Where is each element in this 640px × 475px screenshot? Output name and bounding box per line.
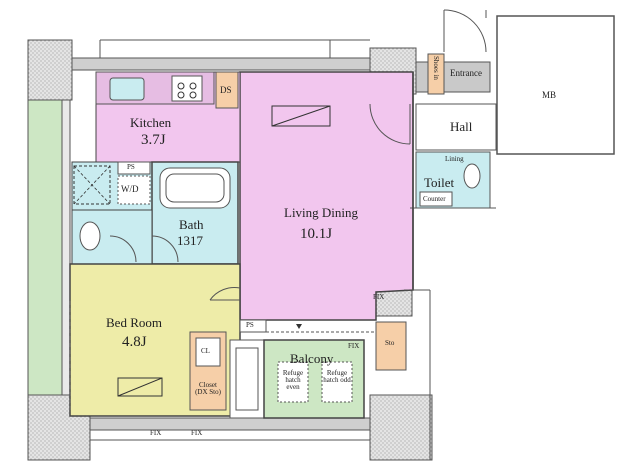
column-top-left xyxy=(27,39,73,101)
living-dining-label: Living Dining xyxy=(284,205,359,220)
balcony-label: Balcony xyxy=(290,351,334,366)
bottom-wall-band xyxy=(89,417,371,431)
ps-bath-label: PS xyxy=(127,163,135,171)
bedroom-size: 4.8J xyxy=(122,334,147,350)
fix-right-label: FIX xyxy=(373,293,385,301)
fix-bottom-left-label: FIX xyxy=(150,429,162,437)
service-shaft xyxy=(229,339,265,419)
lining-label: Lining xyxy=(445,155,464,163)
mb-room xyxy=(496,15,615,155)
bath-label: Bath xyxy=(179,217,204,232)
ps-box-bedroom xyxy=(239,319,267,333)
refuge-hatch-even-label: Refuge hatch even xyxy=(282,369,304,391)
cl-box xyxy=(195,337,221,367)
living-dining-size: 10.1J xyxy=(300,226,333,242)
wd-box xyxy=(117,175,151,205)
refuge-hatch-odd xyxy=(321,361,353,403)
wd-label: W/D xyxy=(121,184,139,194)
ds-label: DS xyxy=(220,85,232,95)
bath-size: 1317 xyxy=(177,233,203,248)
ds-box xyxy=(215,71,239,109)
washbasin xyxy=(79,221,101,251)
fix-balcony-label: FIX xyxy=(348,342,360,350)
sto-label: Sto xyxy=(385,339,395,347)
kitchen-label: Kitchen xyxy=(130,115,172,130)
fix-bottom-right-label: FIX xyxy=(191,429,203,437)
sink xyxy=(109,77,145,101)
toilet-label: Toilet xyxy=(424,175,455,190)
column-right-bottom xyxy=(369,394,433,461)
shoes-in-box xyxy=(427,53,445,95)
cooktop xyxy=(171,75,203,102)
sto-box xyxy=(375,321,407,371)
kitchen-cabinet-mark xyxy=(271,105,331,127)
refuge-hatch-odd-label: Refuge hatch odd xyxy=(323,369,351,384)
bathtub xyxy=(159,167,231,209)
shoes-in-label: Shoes in xyxy=(432,56,440,80)
ps-bedroom-label: PS xyxy=(246,321,254,329)
mb-label: MB xyxy=(542,90,557,100)
closet-label: Closet (DX Sto) xyxy=(195,381,221,396)
bed-mark xyxy=(117,377,163,397)
toilet-bowl xyxy=(463,163,481,189)
refuge-hatch-even xyxy=(277,361,309,403)
cl-label: CL xyxy=(201,347,210,355)
hall-area xyxy=(415,103,497,151)
top-wall-band xyxy=(71,57,371,71)
counter-box xyxy=(419,191,453,207)
hall-label: Hall xyxy=(450,119,473,134)
entrance-label: Entrance xyxy=(450,68,482,78)
shower-mark xyxy=(73,165,111,205)
ps-box-bath xyxy=(117,161,151,175)
counter-label: Counter xyxy=(423,195,446,203)
living-dining-area xyxy=(239,71,414,321)
kitchen-size: 3.7J xyxy=(141,132,166,148)
bedroom-label: Bed Room xyxy=(106,315,162,330)
